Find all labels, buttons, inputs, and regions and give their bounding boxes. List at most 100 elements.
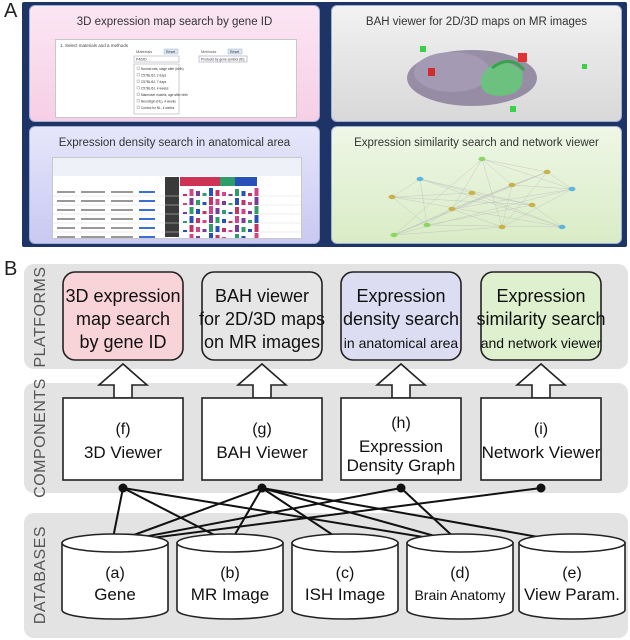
form-option-checkbox (136, 105, 140, 109)
density-bar (235, 216, 239, 223)
database-connector-dot (340, 538, 350, 548)
screenshot-title: BAH viewer for 2D/3D maps on MR images (365, 16, 588, 28)
density-bar (183, 194, 187, 196)
component-database-link (111, 487, 542, 544)
density-bar (202, 202, 207, 205)
density-bar (209, 188, 213, 196)
density-bar (189, 207, 194, 214)
brain-cortex (414, 52, 490, 92)
database-id: (b) (220, 565, 240, 582)
network-edge (391, 192, 473, 198)
density-row-cell (57, 218, 75, 220)
screenshot-title: Expression density search in anatomical … (58, 137, 291, 149)
density-bar (196, 200, 200, 205)
density-bar (241, 227, 246, 232)
density-bar (202, 211, 207, 214)
density-bar (196, 227, 200, 232)
density-row-cell (81, 218, 105, 220)
network-node (543, 169, 551, 175)
form-options: Normal rats, stage after (birth)C57BL/6J… (136, 66, 188, 110)
network-edge (426, 204, 533, 226)
density-bar (215, 235, 220, 241)
form-option-checkbox (136, 92, 140, 96)
network-node (568, 186, 576, 192)
component-database-link (400, 487, 461, 544)
density-row-link (139, 200, 155, 202)
screenshot-network-viewer: Expression similarity search and network… (331, 126, 622, 244)
database-label: ISH Image (305, 585, 385, 604)
database-cylinder (61, 542, 169, 620)
component-database-link (122, 487, 231, 544)
density-bar (222, 228, 226, 232)
density-bar (215, 226, 220, 232)
network-edge (451, 188, 573, 210)
density-bar (222, 219, 226, 223)
form-option-checkbox (136, 79, 140, 83)
component-label: BAH Viewer (216, 443, 308, 462)
density-bar (228, 221, 233, 223)
screenshot-density-search: Expression density search in anatomical … (29, 126, 320, 244)
network-edge (481, 158, 513, 186)
density-bar (222, 237, 226, 241)
component-database-link (261, 487, 573, 544)
density-bar (248, 229, 252, 232)
platform-label-line: BAH viewer (215, 286, 309, 306)
density-bar (209, 233, 213, 241)
network-edge (391, 178, 421, 198)
platform-label-line: in anatomical area (344, 335, 459, 351)
database-id: (c) (336, 565, 355, 582)
density-bar (228, 203, 233, 205)
density-bar (202, 220, 207, 223)
density-bar (235, 234, 239, 241)
up-arrow (96, 362, 150, 399)
density-bar (222, 210, 226, 214)
tier-band-platforms (24, 264, 628, 369)
density-row-cell (57, 227, 75, 229)
form-reset-button-1 (163, 48, 179, 55)
component-database-link (261, 487, 461, 544)
platform-box (62, 271, 184, 361)
density-bar (209, 206, 213, 214)
component-id: (g) (252, 421, 272, 438)
network-edge (419, 178, 473, 194)
tier-band-databases (24, 513, 628, 638)
platform-box (480, 271, 602, 361)
screenshot-collage: 3D expression map search by gene ID 1. S… (22, 2, 627, 247)
network-edge (426, 224, 563, 228)
density-bar (183, 203, 187, 205)
density-bar (189, 225, 194, 232)
density-bar (248, 220, 252, 223)
network-edge (393, 208, 453, 236)
database-label: MR Image (191, 585, 269, 604)
screenshot-title: Expression similarity search and network… (354, 137, 599, 149)
density-bar (183, 212, 187, 214)
platform-label-line: 3D expression (65, 286, 180, 306)
database-id: (a) (105, 565, 125, 582)
form-col1: Materials (136, 49, 152, 54)
component-label: Expression (359, 437, 443, 456)
component-label: Density Graph (347, 456, 456, 475)
platform-box (340, 271, 462, 361)
network-edge (391, 196, 563, 228)
component-database-link (229, 487, 263, 544)
red-marker (518, 53, 527, 62)
brain-3d-rendering (407, 46, 587, 112)
density-bar (248, 202, 252, 205)
network-edge (481, 158, 548, 173)
density-bar (254, 224, 259, 232)
density-row-link (139, 236, 155, 238)
network-graph (388, 156, 576, 238)
component-id: (f) (115, 421, 130, 438)
network-edge (501, 188, 573, 228)
form-option-checkbox (136, 86, 140, 90)
density-bar (254, 215, 259, 223)
density-bar (183, 230, 187, 232)
component-database-link (122, 487, 461, 544)
component-id: (i) (534, 421, 548, 438)
search-form-image: 1. Select materials and a methods Materi… (55, 39, 297, 118)
tier-band-components (24, 383, 628, 493)
density-bar (215, 199, 220, 205)
density-row-cell (111, 191, 133, 193)
component-hub-dot (257, 483, 267, 493)
density-row-cell (81, 200, 105, 202)
